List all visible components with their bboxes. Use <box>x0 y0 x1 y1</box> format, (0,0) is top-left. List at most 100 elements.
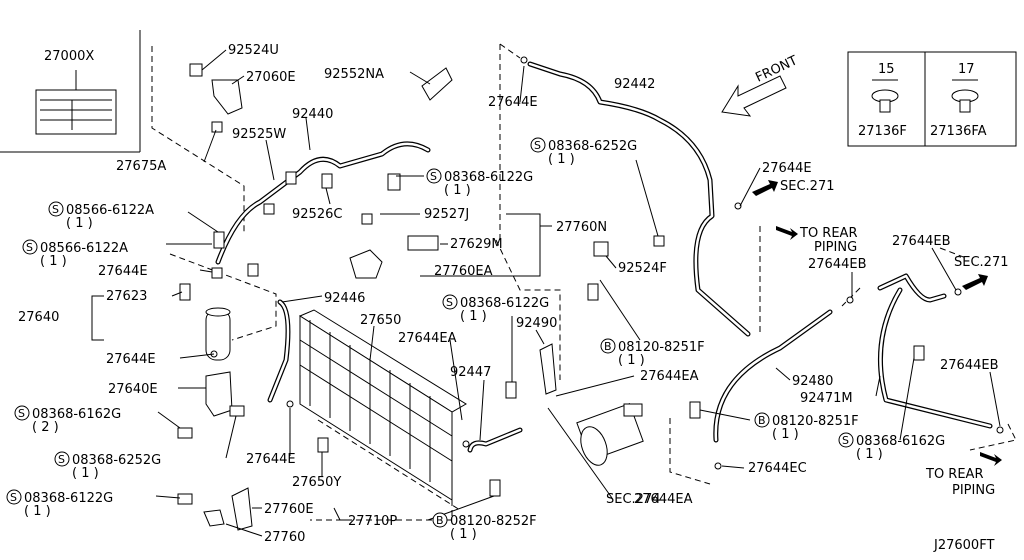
qty-08368-6162G-right: ( 1 ) <box>856 447 883 462</box>
label-92552NA: 92552NA <box>324 67 384 82</box>
bolt-08368-6252G-top-icon <box>653 235 665 247</box>
label-27650: 27650 <box>360 313 401 328</box>
label-to-rear-bot-2: PIPING <box>952 483 995 498</box>
oring-27644E-top-icon <box>520 56 528 64</box>
label-27650Y: 27650Y <box>292 475 341 490</box>
bolt-08368-6122G-c-icon <box>505 381 517 399</box>
pipe-92471M <box>877 273 993 429</box>
mark-b: B <box>604 340 612 353</box>
label-27710P: 27710P <box>348 514 397 529</box>
label-27675A: 27675A <box>116 159 166 174</box>
label-27644EA-2: 27644EA <box>640 369 699 384</box>
compressor-sec274 <box>576 402 644 466</box>
bolt-08368-6122G-bot-icon <box>177 493 193 505</box>
fastener-marks: S S S S S B S S S B B S <box>6 137 854 528</box>
mark-b: B <box>758 414 766 427</box>
mark-s: S <box>26 241 33 254</box>
small-parts <box>177 56 1004 531</box>
pressure-switch-27760EA-icon <box>349 249 383 279</box>
arrow-rear-piping-top-icon <box>776 226 798 240</box>
clip-92525W-icon <box>285 171 297 185</box>
qty-08120-8251F-2: ( 1 ) <box>772 427 799 442</box>
bolt-08368-6162G-right-icon <box>913 345 925 361</box>
bolt-08566-6122A-icon <box>213 231 225 249</box>
label-27644EC: 27644EC <box>748 461 807 476</box>
label-27644EB-1: 27644EB <box>808 257 867 272</box>
label-08120-8251F-1: 08120-8251F <box>618 340 705 355</box>
oring-27644EB-2-icon <box>954 288 962 296</box>
front-direction-arrow: FRONT <box>721 53 800 117</box>
label-sec271-right: SEC.271 <box>954 255 1009 270</box>
label-08368-6162G-right: 08368-6162G <box>856 434 945 449</box>
pipe-92442 <box>527 61 751 337</box>
bracket-27060E-icon <box>211 79 243 115</box>
label-92440: 92440 <box>292 107 333 122</box>
clip-92527J-icon <box>361 213 373 225</box>
clip-inset-box: 15 17 27136F 27136FA <box>847 51 1017 147</box>
mark-s: S <box>842 434 849 447</box>
mark-s: S <box>446 296 453 309</box>
drawing-id: J27600FT <box>933 538 994 553</box>
label-27644EA-3: 27644EA <box>634 492 693 507</box>
clip-27136F-icon <box>871 89 899 113</box>
bolt-08368-6122G-icon <box>387 173 401 191</box>
mark-s: S <box>52 203 59 216</box>
bolt-08566-6122A-2-icon <box>247 263 259 277</box>
label-27760EA: 27760EA <box>434 264 493 279</box>
bolt-08368-6252G-icon <box>229 405 245 417</box>
pipe-92480 <box>713 309 833 443</box>
label-08368-6122G-mid: 08368-6122G <box>444 170 533 185</box>
clip-92526C-icon <box>321 173 333 189</box>
label-27644E-sec: 27644E <box>762 161 812 176</box>
qty-08368-6162G-left: ( 2 ) <box>32 420 59 435</box>
label-92527J: 92527J <box>424 207 469 222</box>
label-92490: 92490 <box>516 316 557 331</box>
label-27644E-low: 27644E <box>246 452 296 467</box>
bracket-27760E-icon <box>231 487 253 531</box>
label-27640: 27640 <box>18 310 59 325</box>
mark-s: S <box>534 139 541 152</box>
oring-27644E-icon <box>211 267 223 279</box>
arrow-sec271-top-icon <box>752 180 778 196</box>
label-to-rear-bot-1: TO REAR <box>925 467 983 482</box>
sensor-27623-icon <box>179 283 191 301</box>
mark-s: S <box>10 491 17 504</box>
drier-bracket-27640E <box>205 371 233 417</box>
qty-08566-6122A-2: ( 1 ) <box>40 254 67 269</box>
label-27760N: 27760N <box>556 220 607 235</box>
label-92524U: 92524U <box>228 43 279 58</box>
clip-92524U-icon <box>189 63 203 77</box>
label-sticker-icon <box>35 89 117 135</box>
label-92447: 92447 <box>450 365 491 380</box>
label-08566-6122A-2: 08566-6122A <box>40 241 128 256</box>
part-number-27136FA: 27136FA <box>930 124 987 139</box>
condenser-27650 <box>298 309 467 501</box>
label-to-rear-top-1: TO REAR <box>799 226 857 241</box>
mark-b: B <box>436 514 444 527</box>
label-08566-6122A-1: 08566-6122A <box>66 203 154 218</box>
part-27760-icon <box>203 509 225 527</box>
label-sec274: SEC.274 <box>606 492 661 507</box>
clip-pipe-icon <box>263 203 275 215</box>
label-27644EA-1: 27644EA <box>398 331 457 346</box>
label-27644EB-3: 27644EB <box>940 358 999 373</box>
qty-08368-6252G-top: ( 1 ) <box>548 152 575 167</box>
label-27760E: 27760E <box>264 502 314 517</box>
qty-08120-8251F-1: ( 1 ) <box>618 353 645 368</box>
pipe-92440 <box>215 141 431 265</box>
label-27640E: 27640E <box>108 382 158 397</box>
label-27644E-left: 27644E <box>98 264 148 279</box>
mark-s: S <box>430 170 437 183</box>
label-08368-6252G-low: 08368-6252G <box>72 453 161 468</box>
label-08120-8251F-2: 08120-8251F <box>772 414 859 429</box>
mark-s: S <box>18 407 25 420</box>
label-92526C: 92526C <box>292 207 342 222</box>
label-08368-6252G-top: 08368-6252G <box>548 139 637 154</box>
label-27644E-top: 27644E <box>488 95 538 110</box>
arrow-sec271-right-icon <box>962 274 988 290</box>
oring-27644EC-icon <box>714 462 722 470</box>
label-27629M: 27629M <box>450 237 503 252</box>
part-number-27136F: 27136F <box>858 124 907 139</box>
clip-27650Y-icon <box>317 437 329 453</box>
qty-08368-6122G-c: ( 1 ) <box>460 309 487 324</box>
